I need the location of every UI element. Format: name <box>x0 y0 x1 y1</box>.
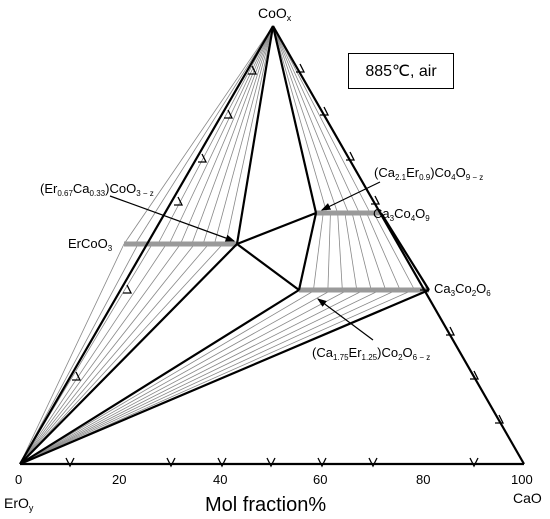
tie-line <box>19 289 365 465</box>
right-tick <box>420 281 430 291</box>
tie-line <box>123 25 274 245</box>
tie-line <box>272 25 339 214</box>
phase-label-ca3co4o9: Ca3Co4O9 <box>373 206 430 223</box>
tie-line <box>272 25 371 214</box>
boundary-ero-ca3co2o6 <box>19 289 300 465</box>
tie-line <box>272 25 349 214</box>
phase-label-ercoo3: ErCoO3 <box>68 236 113 253</box>
tick-label-60: 60 <box>313 472 327 487</box>
left-tick <box>174 196 184 206</box>
tie-line <box>202 25 274 245</box>
tie-line <box>313 212 324 291</box>
tie-line <box>225 25 274 245</box>
apex-left-label: ErOy <box>4 495 34 513</box>
tie-line <box>19 289 316 465</box>
left-tick <box>123 284 133 294</box>
tie-line <box>272 25 328 214</box>
tick-label-100: 100 <box>511 472 533 487</box>
apex-right-label: CaO <box>513 490 542 506</box>
tie-line <box>337 212 343 291</box>
tie-line <box>351 212 372 291</box>
bottom-tick <box>317 457 327 468</box>
bottom-tick <box>217 457 227 468</box>
boundary-ca3co4o9-ca3co2o6-edge <box>380 212 430 291</box>
phase-label-ca-er-co4: (Ca2.1Er0.9)Co4O9 − z <box>374 165 483 182</box>
left-tick <box>224 109 234 119</box>
phase-label-ca-er-co2: (Ca1.75Er1.25)Co2O6 − z <box>312 345 430 362</box>
right-tick <box>320 106 330 116</box>
boundary-ercoo3-ca3co4o9 <box>236 211 317 246</box>
tie-line <box>19 243 224 465</box>
tie-line <box>180 25 274 245</box>
bottom-tick <box>266 457 276 468</box>
single-phase-bands <box>124 210 429 293</box>
tie-line <box>366 212 401 291</box>
axis-title: Mol fraction% <box>205 494 326 516</box>
right-tick <box>346 151 356 161</box>
condition-box: 885℃, air <box>348 53 454 89</box>
left-edge <box>19 25 274 465</box>
right-edge <box>272 25 525 465</box>
boundary-coo-ca3co4o9 <box>271 25 318 214</box>
tie-line <box>19 289 397 465</box>
tie-line <box>19 289 381 465</box>
left-tick <box>198 153 208 163</box>
right-tick <box>296 63 306 73</box>
tie-line <box>358 212 387 291</box>
boundary-ero-ca3co2o6-end <box>19 288 430 466</box>
tie-line <box>19 243 181 465</box>
tie-line <box>19 289 348 465</box>
tie-line <box>214 25 274 245</box>
phase-label-er-solution: (Er0.67Ca0.33)CoO3 − z <box>40 181 154 198</box>
arrow-ca-er-co4 <box>320 181 381 211</box>
apex-top-label: CoOx <box>258 5 292 23</box>
tie-line <box>19 243 139 465</box>
tie-line <box>19 243 210 465</box>
tie-line <box>191 25 274 245</box>
edge-tick-marks <box>65 63 505 468</box>
tie-line <box>134 25 274 245</box>
right-tick <box>470 370 480 380</box>
tie-line <box>327 212 331 291</box>
tick-label-20: 20 <box>112 472 126 487</box>
bottom-tick <box>368 457 378 468</box>
tie-line <box>272 25 360 214</box>
tie-line <box>373 212 415 291</box>
tie-line <box>168 25 274 245</box>
boundary-ca3co4o9-ca3co2o6 <box>297 212 318 291</box>
tie-line <box>344 212 358 291</box>
left-tick <box>72 371 82 381</box>
right-tick <box>446 326 456 336</box>
arrow-ca-er-co2 <box>317 298 374 341</box>
tick-label-0: 0 <box>15 472 22 487</box>
tie-line <box>157 25 274 245</box>
bottom-tick <box>469 457 479 468</box>
left-tick <box>248 65 258 75</box>
boundary-coo-ercoo3 <box>235 25 275 245</box>
annotation-arrows <box>109 181 381 341</box>
tie-line <box>19 243 195 465</box>
tick-label-40: 40 <box>213 472 227 487</box>
tick-label-80: 80 <box>416 472 430 487</box>
bottom-tick <box>65 457 75 468</box>
tie-line <box>19 289 332 465</box>
tie-line <box>19 243 167 465</box>
tie-line <box>19 243 125 465</box>
phase-boundaries <box>19 25 430 466</box>
right-tick <box>495 414 505 424</box>
arrow-er-solution <box>109 195 236 242</box>
boundary-ercoo3-ca3co2o6 <box>236 243 300 291</box>
right-tick <box>371 195 381 205</box>
bottom-tick <box>166 457 176 468</box>
phase-label-ca3co2o6: Ca3Co2O6 <box>434 281 491 298</box>
boundary-ero-ercoo3 <box>19 243 238 465</box>
